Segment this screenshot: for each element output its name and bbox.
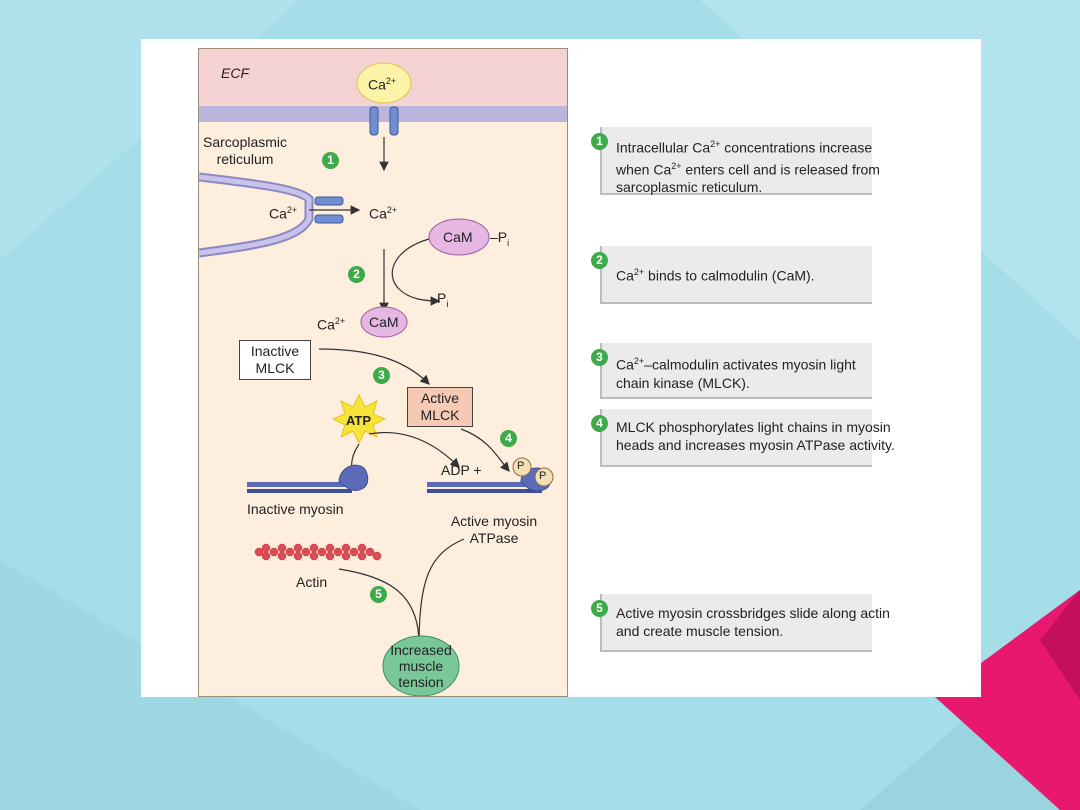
- step-5-text: Active myosin crossbridges slide along a…: [616, 605, 890, 639]
- actin-label: Actin: [296, 574, 328, 590]
- diagram-step-marker-5: 5: [370, 586, 387, 603]
- actin-filament: [254, 543, 382, 561]
- step-2-text: Ca2+ binds to calmodulin (CaM).: [616, 267, 815, 284]
- diagram-step-marker-4: 4: [500, 430, 517, 447]
- step-2-panel: 2 Ca2+ binds to calmodulin (CaM).: [591, 246, 872, 304]
- tension-oval: [382, 635, 460, 696]
- calcium-calmodulin: [360, 306, 408, 338]
- step-3-badge: 3: [591, 349, 608, 366]
- ecf-label: ECF: [221, 65, 249, 81]
- step-5-panel: 5 Active myosin crossbridges slide along…: [591, 594, 890, 652]
- phosphate-circle-1: [512, 457, 532, 477]
- atp-burst: [331, 393, 387, 445]
- calcium-ion-ecf: [356, 62, 412, 104]
- calcium-channel: [369, 106, 379, 136]
- step-4-panel: 4 MLCK phosphorylates light chains in my…: [591, 409, 895, 467]
- pi-label-released: Pi: [437, 290, 449, 309]
- sr-calcium-label: Ca2+: [269, 205, 298, 222]
- phosphate-label-1: P: [517, 460, 525, 472]
- inactive-myosin-label: Inactive myosin: [247, 501, 344, 517]
- phosphate-circle-2: [534, 467, 554, 487]
- cell-membrane: [199, 106, 567, 122]
- step-1-badge: 1: [591, 133, 608, 150]
- step-3-text: Ca2+–calmodulin activates myosin light c…: [616, 356, 856, 391]
- active-myosin: [427, 482, 542, 487]
- step-4-badge: 4: [591, 415, 608, 432]
- step-4-text: MLCK phosphorylates light chains in myos…: [616, 419, 895, 453]
- pathway-arrows: [199, 62, 554, 696]
- pi-label-top: –Pi: [490, 229, 510, 248]
- phosphate-label-2: P: [539, 470, 547, 482]
- step-2-badge: 2: [591, 252, 608, 269]
- diagram-step-marker-3: 3: [373, 367, 390, 384]
- step-5-badge: 5: [591, 600, 608, 617]
- adp-label: ADP +: [441, 462, 482, 478]
- calmodulin-free: [428, 218, 490, 256]
- step-3-panel: 3 Ca2+–calmodulin activates myosin light…: [591, 343, 872, 399]
- step-1-panel: 1 Intracellular Ca2+ concentrations incr…: [591, 127, 880, 195]
- inactive-myosin: [247, 482, 352, 487]
- ecf-calcium-label: Ca2+: [368, 76, 397, 93]
- ca-cam-calcium-label: Ca2+: [317, 316, 346, 333]
- ca-cam-label: CaM: [369, 314, 399, 330]
- cytosol-calcium-label: Ca2+: [369, 205, 398, 222]
- cam-label: CaM: [443, 229, 473, 245]
- atp-label: ATP: [346, 413, 372, 428]
- diagram-step-marker-2: 2: [348, 266, 365, 283]
- diagram-step-marker-1: 1: [322, 152, 339, 169]
- step-1-text: Intracellular Ca2+ concentrations increa…: [616, 139, 880, 196]
